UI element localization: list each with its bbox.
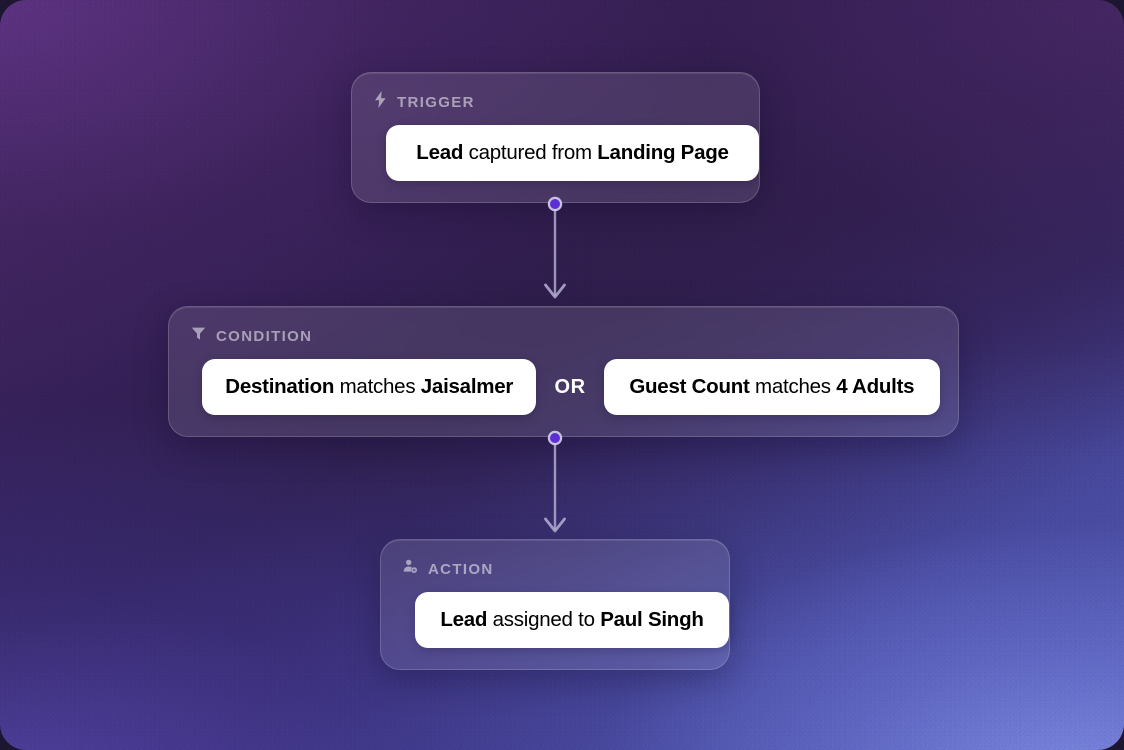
trigger-pill[interactable]: Lead captured from Landing Page xyxy=(386,125,759,181)
condition-pill-2-text: Guest Count matches 4 Adults xyxy=(629,374,915,398)
condition-pill-1-text: Destination matches Jaisalmer xyxy=(225,374,514,398)
condition-pill-2[interactable]: Guest Count matches 4 Adults xyxy=(603,359,940,415)
connector-trigger-to-condition xyxy=(544,196,566,299)
condition-or-separator: OR xyxy=(554,375,586,398)
trigger-pill-text: Lead captured from Landing Page xyxy=(416,140,729,164)
filter-funnel-icon xyxy=(191,326,206,346)
connector-condition-to-action xyxy=(544,430,566,533)
lightning-bolt-icon xyxy=(374,91,387,113)
action-node-label: ACTION xyxy=(428,560,494,578)
action-node-header: ACTION xyxy=(403,559,711,579)
condition-node[interactable]: CONDITION Destination matches Jaisalmer … xyxy=(168,306,959,437)
action-pill[interactable]: Lead assigned to Paul Singh xyxy=(415,592,729,648)
condition-pill-row: Destination matches Jaisalmer OR Guest C… xyxy=(202,359,940,415)
trigger-node-label: TRIGGER xyxy=(397,93,475,111)
user-assign-icon xyxy=(403,559,418,579)
condition-node-header: CONDITION xyxy=(191,327,940,345)
condition-node-label: CONDITION xyxy=(216,327,313,345)
action-node[interactable]: ACTION Lead assigned to Paul Singh xyxy=(380,539,730,670)
trigger-node-header: TRIGGER xyxy=(374,91,741,113)
trigger-node[interactable]: TRIGGER Lead captured from Landing Page xyxy=(351,72,760,203)
condition-pill-1[interactable]: Destination matches Jaisalmer xyxy=(202,359,537,415)
action-pill-text: Lead assigned to Paul Singh xyxy=(440,607,704,631)
